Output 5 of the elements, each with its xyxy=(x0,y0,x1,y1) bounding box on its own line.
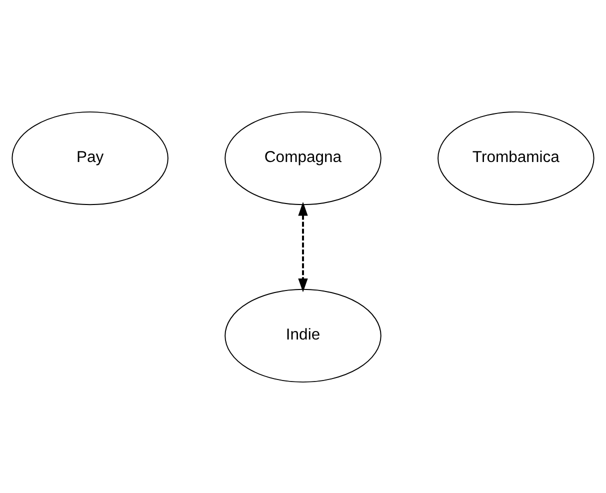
node-ellipse: Indie xyxy=(224,288,382,382)
arrow xyxy=(298,201,308,292)
node-ellipse: Compagna xyxy=(224,110,382,205)
node-ellipse: Trombamica xyxy=(438,110,594,205)
node-ellipse: Pay xyxy=(12,110,168,205)
